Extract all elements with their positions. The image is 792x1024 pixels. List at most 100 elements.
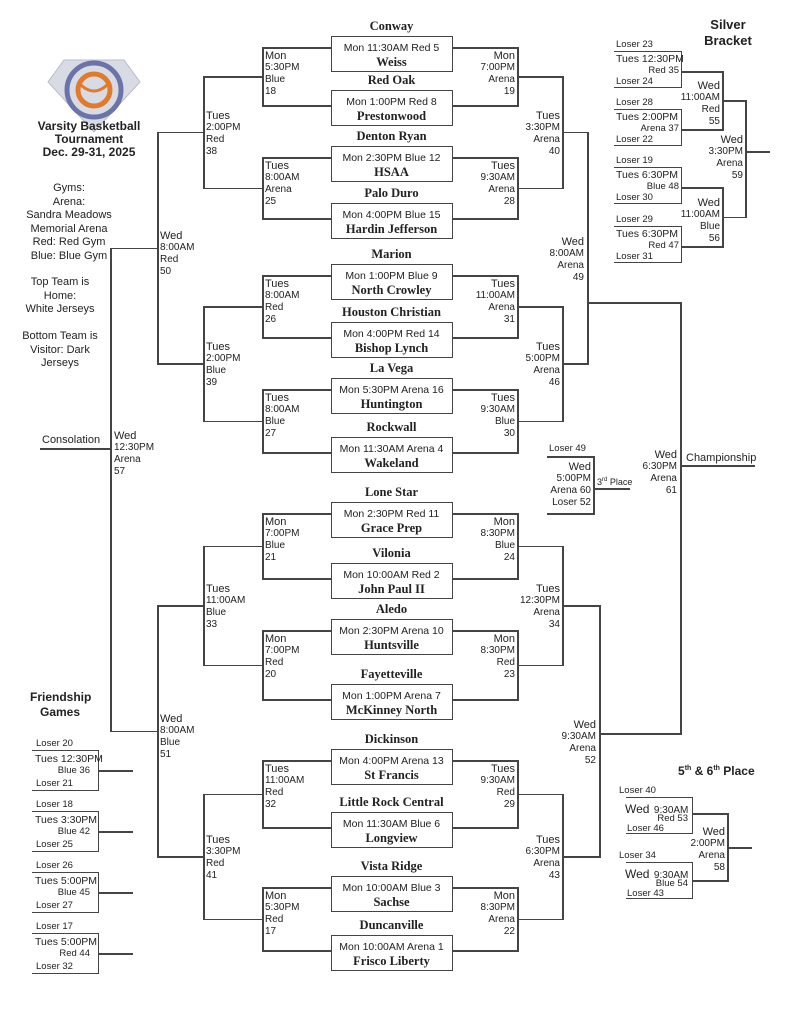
bracket-info-line: Arena (533, 607, 560, 618)
bracket-line (745, 151, 770, 153)
time: 9:30AM (653, 870, 689, 881)
game-info: Mon 2:30PM Red 11 (343, 508, 440, 520)
bracket-line (518, 306, 562, 308)
friendship-game-gym: Blue 36 (57, 765, 90, 776)
third-place-line: Wed (568, 461, 591, 473)
bracket-line (157, 131, 203, 134)
gyms-info-line: Red: Red Gym (32, 236, 106, 248)
fifth-loser-top: Loser 40 (619, 785, 656, 796)
bracket-info-line: 28 (503, 196, 515, 207)
team-name-bottom: John Paul II (358, 582, 425, 596)
bracket-line (518, 918, 562, 920)
bracket-info-line: 18 (265, 86, 277, 97)
bracket-info-line: Arena (716, 158, 743, 169)
first-round-game-box (331, 264, 453, 300)
bracket-info-line: 7:00PM (265, 528, 300, 539)
friendship-game-gym: Blue 42 (57, 826, 90, 837)
bracket-info-line: 2:00PM (690, 838, 725, 849)
friendship-game-time: Tues 5:00PM (35, 875, 98, 887)
bracket-line (517, 630, 519, 701)
bracket-line (262, 157, 331, 159)
first-round-game-box (331, 322, 453, 358)
bracket-info-line: Arena (698, 850, 725, 861)
bracket-line (262, 827, 331, 829)
bracket-line (518, 793, 562, 795)
bracket-info-line: 7:00PM (480, 62, 515, 73)
bracket-info-line: 8:00AM (265, 172, 300, 183)
bracket-line (203, 664, 262, 666)
bracket-line (680, 302, 682, 735)
bracket-line (681, 71, 722, 73)
bracket-info-line: 25 (265, 196, 277, 207)
third-place-num: 3 (597, 477, 603, 487)
bracket-info-line: Red (701, 104, 720, 115)
first-round-game-box (331, 935, 453, 971)
bracket-info-line: Mon (265, 890, 287, 902)
bracket-line (262, 389, 264, 454)
bracket-line (203, 545, 262, 547)
bracket-info-line: 2:00PM (206, 353, 241, 365)
bracket-info-line: Mon (493, 633, 515, 645)
bracket-line (452, 699, 518, 701)
bracket-line (452, 157, 518, 159)
gyms-info-line: Memorial Arena (30, 222, 108, 235)
friendship-title: Friendship (30, 690, 92, 704)
bracket-info-line: 8:30PM (480, 902, 515, 913)
bracket-info-line: 32 (265, 799, 277, 810)
bracket-info-line: 6:30PM (525, 846, 560, 857)
friendship-game-gym: Red 44 (59, 948, 90, 959)
fifth-sixth-title: 5th & 6th Place (678, 764, 755, 778)
silver-loser-bottom: Loser 30 (616, 192, 653, 203)
bracket-info-line: 2:00PM (206, 121, 241, 133)
bracket-line (262, 47, 264, 107)
bracket-info-line: 22 (503, 926, 515, 937)
bracket-line (681, 187, 722, 189)
team-name-bottom: Huntington (360, 397, 423, 411)
bracket-info-line: Mon (265, 516, 287, 528)
bracket-line (517, 389, 519, 454)
bracket-info-line: 5:00PM (525, 353, 560, 365)
bracket-line (681, 129, 722, 131)
bracket-info-line: 11:00AM (680, 208, 720, 220)
bracket-info-line: Tues (535, 109, 560, 122)
bracket-info-line: 61 (665, 485, 677, 496)
bracket-info-line: Arena (488, 184, 515, 195)
bracket-line (452, 950, 518, 952)
bracket-line (517, 275, 519, 339)
bracket-line (599, 733, 680, 735)
t: 5 (678, 764, 685, 778)
bracket-line (203, 918, 262, 920)
gyms-info-line: Blue: Blue Gym (30, 249, 108, 262)
friendship-game-time: Tues 12:30PM (35, 753, 103, 765)
team-name-top: Fayetteville (360, 667, 423, 681)
visitor-team-note: Visitor: Dark (30, 343, 90, 356)
bracket-info-line: 11:00AM (680, 92, 720, 103)
team-name-bottom: Weiss (376, 55, 407, 69)
bracket-line (262, 578, 331, 580)
bracket-line (157, 363, 203, 365)
team-name-top: Conway (369, 19, 414, 33)
team-name-top: Vista Ridge (360, 859, 423, 873)
bracket-info-line: Mon (265, 50, 287, 62)
friendship-title: Games (39, 705, 81, 719)
bracket-info-line: 41 (206, 870, 218, 881)
silver-game-time: Tues 6:30PM (616, 228, 679, 240)
bracket-info-line: 19 (503, 86, 515, 97)
bracket-line (262, 513, 264, 580)
first-round-game-box (331, 749, 453, 785)
bracket-line (722, 216, 745, 218)
bracket-line (692, 813, 727, 815)
bracket-line (203, 76, 205, 189)
bracket-info-line: 11:00AM (265, 775, 305, 786)
bracket-info-line: Blue (160, 736, 181, 748)
bracket-line (262, 275, 331, 277)
bracket-line (593, 488, 630, 490)
